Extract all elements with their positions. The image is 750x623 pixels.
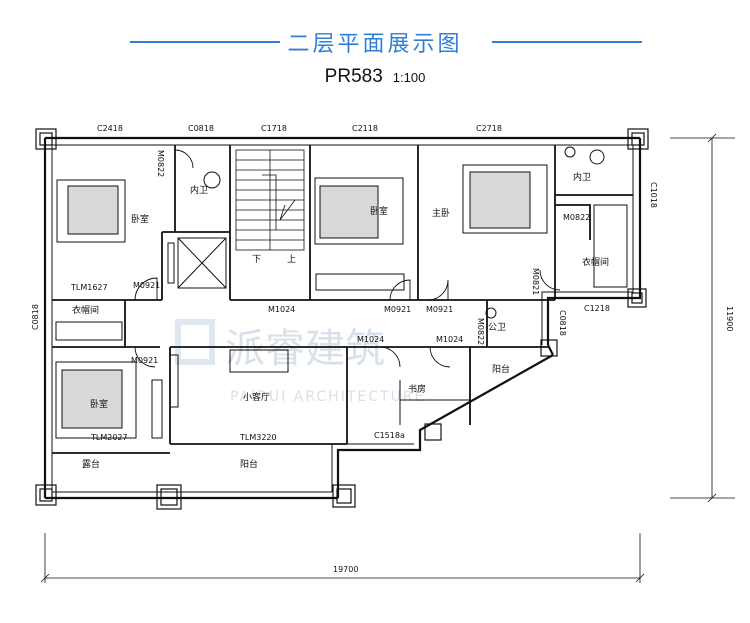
header-rule-right bbox=[492, 41, 642, 43]
room-master-bedroom: 主卧 bbox=[432, 207, 450, 219]
label-c0818-right: C0818 bbox=[558, 310, 567, 336]
staircase bbox=[235, 149, 305, 251]
page-title: 二层平面展示图 bbox=[287, 32, 463, 57]
room-bath-right: 内卫 bbox=[573, 171, 591, 183]
dim-width-label: 19700 bbox=[333, 565, 358, 574]
door-labels: M0822 TLM1627 M0921 M1024 M0921 M0921 M0… bbox=[70, 150, 590, 442]
label-c1718: C1718 bbox=[261, 124, 287, 133]
window-labels: C2418 C0818 C1718 C2118 C2718 C1018 C081… bbox=[31, 124, 658, 440]
label-m0821: M0821 bbox=[531, 268, 540, 295]
room-study: 书房 bbox=[408, 383, 426, 395]
room-bedroom-middle: 卧室 bbox=[370, 205, 388, 217]
room-bedroom-bottom: 卧室 bbox=[90, 398, 108, 410]
label-tlm1627: TLM1627 bbox=[70, 283, 108, 292]
stair-up-label: 上 bbox=[287, 254, 296, 265]
wardrobe-right bbox=[593, 204, 628, 288]
sink-icon-right bbox=[564, 146, 576, 158]
wardrobe-left bbox=[55, 321, 123, 341]
bed-icon-right bbox=[462, 164, 548, 234]
room-closet-left: 衣帽间 bbox=[72, 304, 99, 316]
label-m0921-c: M0921 bbox=[426, 305, 453, 314]
room-closet-right: 衣帽间 bbox=[582, 256, 609, 268]
tv-cabinet bbox=[169, 354, 179, 408]
sink-icon-public bbox=[485, 307, 497, 319]
label-m1024-c: M1024 bbox=[436, 335, 463, 344]
label-c1018: C1018 bbox=[649, 182, 658, 208]
label-m0921-b: M0921 bbox=[384, 305, 411, 314]
wardrobe-bottom bbox=[151, 379, 163, 439]
watermark-cn: 派睿建筑 bbox=[225, 326, 385, 372]
label-tlm2027: TLM2027 bbox=[90, 433, 128, 442]
label-c1218: C1218 bbox=[584, 304, 610, 313]
plan-code-line: PR583 1:100 bbox=[0, 66, 750, 88]
room-balcony-bottom: 阳台 bbox=[240, 458, 258, 470]
plan-scale: 1:100 bbox=[392, 70, 426, 85]
label-c2718: C2718 bbox=[476, 124, 502, 133]
wall-south-east bbox=[336, 354, 554, 498]
label-c2118: C2118 bbox=[352, 124, 378, 133]
label-tlm3220: TLM3220 bbox=[239, 433, 277, 442]
label-m0822-a: M0822 bbox=[156, 150, 165, 177]
wall-corner bbox=[547, 344, 554, 356]
toilet-icon-right bbox=[589, 149, 605, 165]
label-m0921-d: M0921 bbox=[131, 356, 158, 365]
label-c0818-left: C0818 bbox=[31, 304, 40, 330]
toilet-icon-left bbox=[203, 171, 221, 189]
label-m1024-a: M1024 bbox=[268, 305, 295, 314]
bed-icon-left bbox=[56, 179, 126, 243]
room-public-bath: 公卫 bbox=[488, 322, 506, 333]
plan-code: PR583 bbox=[324, 66, 383, 87]
corner-columns bbox=[35, 128, 649, 510]
label-m0921-a: M0921 bbox=[133, 281, 160, 290]
furniture bbox=[55, 146, 628, 439]
label-c1518a: C1518a bbox=[374, 431, 405, 440]
wall-east bbox=[546, 138, 642, 345]
room-bath-left: 内卫 bbox=[190, 184, 208, 196]
outer-walls-inner bbox=[51, 144, 634, 493]
label-c2418: C2418 bbox=[97, 124, 123, 133]
room-bedroom-left: 卧室 bbox=[131, 213, 149, 225]
dimension-lines bbox=[40, 133, 735, 583]
watermark-en: PAIRUI ARCHITECTURE bbox=[230, 389, 425, 405]
label-m0822-b: M0822 bbox=[563, 213, 590, 222]
watermark-logo bbox=[175, 319, 215, 365]
sofa bbox=[229, 349, 289, 373]
label-m0822-c: M0822 bbox=[476, 318, 485, 345]
interior-walls bbox=[52, 145, 633, 454]
room-balcony-right: 阳台 bbox=[492, 363, 510, 375]
stair-down-label: 下 bbox=[252, 255, 261, 265]
bed-icon-bottom bbox=[55, 361, 137, 439]
room-small-living: 小客厅 bbox=[243, 391, 270, 403]
header-rule-left bbox=[130, 41, 280, 43]
room-labels: 卧室 内卫 卧室 主卧 内卫 衣帽间 衣帽间 卧室 小客厅 书房 公卫 阳台 露… bbox=[72, 171, 609, 470]
room-terrace: 露台 bbox=[82, 458, 100, 470]
wardrobe-middle bbox=[315, 273, 405, 291]
dim-depth-label: 11900 bbox=[725, 306, 734, 331]
desk bbox=[399, 380, 470, 425]
label-c0818-top: C0818 bbox=[188, 124, 214, 133]
door-swings bbox=[134, 149, 561, 368]
watermark: 派睿建筑 PAIRUI ARCHITECTURE bbox=[175, 319, 425, 405]
elevator bbox=[167, 237, 227, 289]
outer-walls bbox=[43, 136, 642, 500]
bed-icon-middle bbox=[314, 177, 404, 245]
label-m1024-b: M1024 bbox=[357, 335, 384, 344]
